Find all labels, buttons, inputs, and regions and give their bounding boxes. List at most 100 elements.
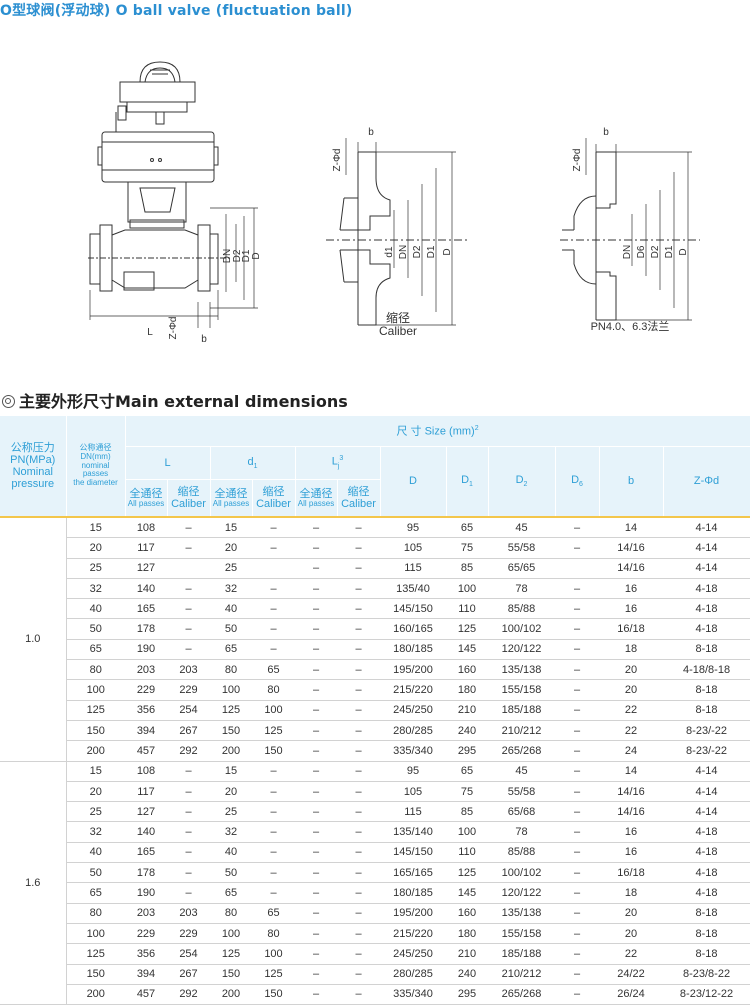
table-cell: – [295,537,337,559]
table-cell: – [167,537,210,559]
table-cell: – [337,943,380,965]
table-cell: 140 [125,821,167,843]
table-cell: 25 [210,801,252,823]
table-cell: 15 [210,516,252,539]
table-cell: 15 [66,761,125,782]
table-cell: 150 [66,964,125,985]
table-cell: – [555,943,599,965]
dim-label: d1 [384,246,395,258]
table-cell: – [167,862,210,884]
table-cell: – [555,679,599,701]
table-cell: – [295,781,337,803]
table-cell: 78 [488,578,555,600]
table-cell: 75 [446,781,488,803]
table-cell: 125 [66,943,125,965]
table-cell: 240 [446,720,488,742]
table-cell [167,558,210,579]
table-cell: 8-18 [663,903,750,924]
table-cell: – [167,882,210,904]
table-cell: 20 [599,679,663,701]
table-cell: 20 [599,903,663,924]
table-cell: 78 [488,821,555,843]
dim-label: D [678,248,689,255]
dim-label: D [442,248,453,255]
table-cell: 160 [446,903,488,924]
table-cell: 356 [125,943,167,965]
table-cell: 4-18 [663,842,750,864]
table-cell: – [295,639,337,661]
table-cell: 265/268 [488,740,555,762]
table-cell: 8-18 [663,700,750,721]
table-cell: 50 [66,862,125,884]
table-cell: 25 [210,558,252,579]
table-cell: 150 [210,720,252,742]
table-cell: 229 [125,923,167,945]
table-cell: 55/58 [488,537,555,559]
table-cell: 65/65 [488,558,555,579]
table-cell: 135/40 [380,578,446,600]
table-cell: 190 [125,882,167,904]
table-cell: 32 [66,578,125,600]
table-cell: 125 [66,700,125,721]
table-cell: 150 [210,964,252,985]
table-cell: 105 [380,537,446,559]
dim-label: DN [622,245,633,259]
table-cell: – [337,720,380,742]
caliber-label-cn: 缩径 [386,310,410,325]
table-cell: 4-18 [663,618,750,640]
table-cell: 254 [167,700,210,721]
table-cell: – [167,598,210,620]
table-cell: 85 [446,801,488,823]
dim-label: D1 [426,245,437,258]
table-cell: 280/285 [380,964,446,985]
table-cell: 4-18 [663,882,750,904]
table-cell [252,558,295,579]
table-cell: 14/16 [599,801,663,823]
table-cell: – [555,964,599,985]
header-b: b [599,446,664,518]
table-cell: 32 [210,821,252,843]
table-cell: 20 [66,537,125,559]
table-cell: – [555,516,599,539]
table-cell: 145 [446,882,488,904]
table-cell: 8-18 [663,943,750,965]
table-cell: – [337,618,380,640]
table-cell: 150 [252,984,295,1005]
table-cell: 65 [210,882,252,904]
table-cell: 95 [380,516,446,539]
dim-label: b [368,127,374,138]
table-cell: – [555,598,599,620]
header-D1: D1 [446,446,489,518]
pn-note: PN4.0、6.3法兰 [591,319,670,333]
table-cell: 200 [66,740,125,762]
table-cell: – [295,923,337,945]
table-cell: 85 [446,558,488,579]
table-cell: – [295,862,337,884]
table-cell: – [295,720,337,742]
table-cell: 295 [446,984,488,1005]
table-cell: 4-18 [663,598,750,620]
table-cell: 292 [167,984,210,1005]
table-cell: 185/188 [488,943,555,965]
table-cell: – [555,618,599,640]
table-cell: 20 [210,781,252,803]
table-cell: 45 [488,516,555,539]
caliber-label-en: Caliber [379,324,417,338]
table-cell: 25 [66,801,125,823]
table-cell: 280/285 [380,720,446,742]
table-cell: 245/250 [380,700,446,721]
dim-label: b [603,127,609,138]
table-cell: 150 [252,740,295,762]
table-cell: 215/220 [380,923,446,945]
table-cell: 125 [252,720,295,742]
table-cell: 145 [446,639,488,661]
table-cell: 16 [599,821,663,843]
table-cell: – [295,882,337,904]
table-cell: 4-14 [663,516,750,539]
table-cell: – [295,679,337,701]
